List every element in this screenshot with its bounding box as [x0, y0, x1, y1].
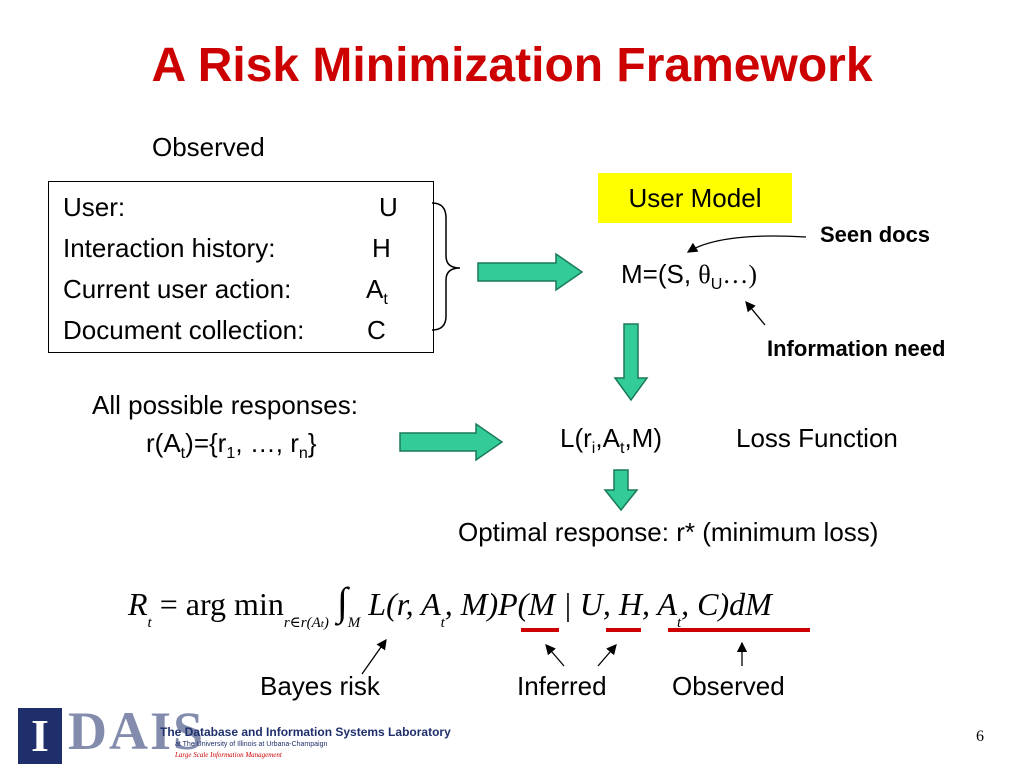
- inferred-pointer-1: [545, 644, 565, 667]
- page-number: 6: [976, 728, 984, 745]
- observed-annotation-label: Observed: [672, 671, 785, 701]
- seen-docs-pointer: [686, 235, 807, 253]
- history-row-value: H: [372, 233, 391, 263]
- seen-docs-label: Seen docs: [820, 222, 931, 247]
- information-need-pointer: [745, 300, 766, 326]
- action-row-value: At: [366, 274, 388, 308]
- information-need-label: Information need: [767, 336, 946, 361]
- action-row-label: Current user action:: [63, 274, 292, 304]
- inferred-label: Inferred: [517, 671, 607, 701]
- observed-box: User: U Interaction history: H Current u…: [48, 181, 434, 353]
- lab-name: The Database and Information Systems Lab…: [160, 725, 451, 739]
- responses-title: All possible responses:: [92, 390, 358, 420]
- loss-function-label: Loss Function: [736, 423, 898, 453]
- bayes-risk-formula: Rt = arg minr∈r(At) ∫M L(r, At, M)P(M | …: [128, 579, 772, 632]
- optimal-response: Optimal response: r* (minimum loss): [458, 517, 879, 547]
- right-arrow-to-model: [477, 252, 584, 292]
- history-row-label: Interaction history:: [63, 233, 276, 263]
- user-model-expression: M=(S, θU…): [621, 259, 758, 293]
- collection-row-value: C: [367, 315, 386, 345]
- bayes-risk-label: Bayes risk: [260, 671, 380, 701]
- page-title: A Risk Minimization Framework: [151, 39, 873, 92]
- responses-set: r(At)={r1, …, rn}: [146, 428, 317, 462]
- down-arrow-to-optimal: [603, 469, 639, 512]
- right-arrow-to-loss: [399, 422, 504, 462]
- bayes-risk-pointer: [361, 638, 387, 675]
- curly-brace: [431, 202, 461, 331]
- dais-logo-text: DAIS: [68, 701, 206, 761]
- inferred-pointer-2: [597, 644, 617, 667]
- user-row-value: U: [379, 192, 398, 222]
- user-model-label: User Model: [598, 173, 792, 223]
- lab-tagline: Large Scale Information Management: [175, 751, 282, 759]
- lab-affiliation: at The University of Illinois at Urbana-…: [175, 741, 328, 748]
- observed-label: Observed: [152, 132, 265, 162]
- down-arrow-to-loss: [613, 323, 649, 402]
- illinois-logo-icon: I: [18, 708, 62, 764]
- loss-expression: L(ri,At,M): [560, 423, 662, 457]
- user-row-label: User:: [63, 192, 126, 222]
- collection-row-label: Document collection:: [63, 315, 305, 345]
